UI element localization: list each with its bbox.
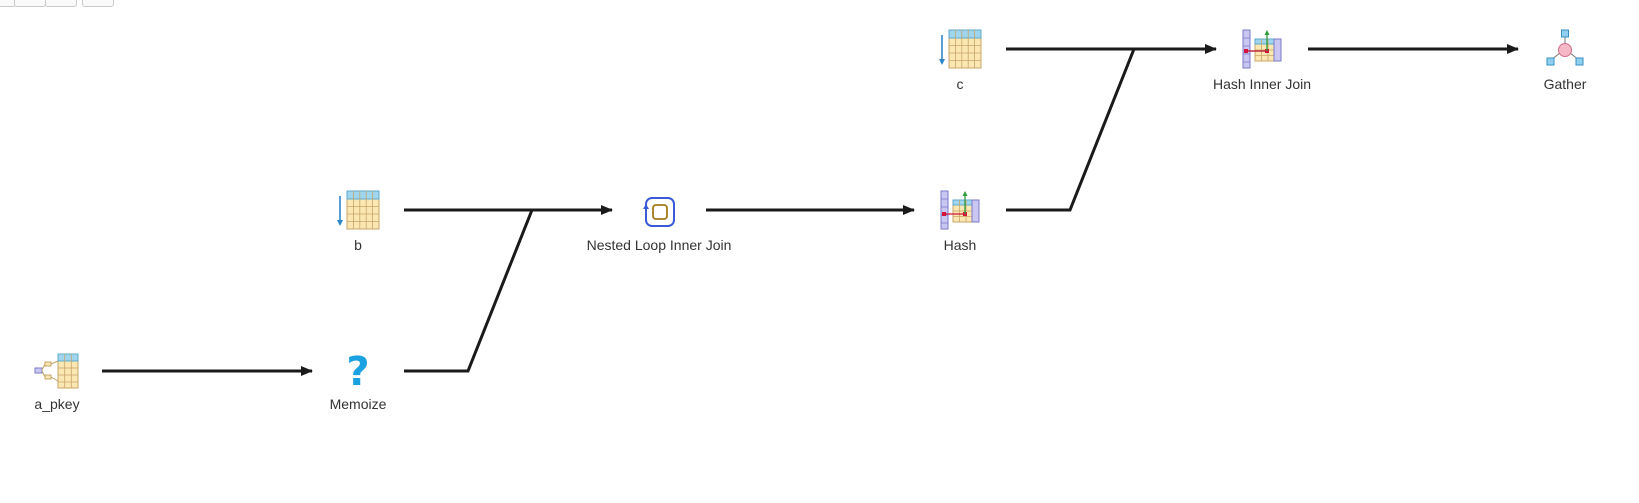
- svg-text:?: ?: [346, 351, 369, 389]
- hash-join-icon: [1242, 29, 1282, 69]
- node-nested-loop[interactable]: Nested Loop Inner Join: [579, 190, 739, 254]
- edge-memoize-nested-loop: [404, 205, 613, 373]
- nested-loop-icon: [643, 197, 675, 227]
- index-scan-icon: [34, 353, 79, 389]
- node-hash-join[interactable]: Hash Inner Join: [1182, 29, 1342, 93]
- node-label: b: [354, 237, 362, 253]
- node-label: Hash: [943, 237, 977, 253]
- gather-icon: [1546, 29, 1584, 66]
- hash-icon: [940, 190, 980, 230]
- node-label: Memoize: [329, 396, 387, 412]
- node-label: Gather: [1543, 76, 1587, 92]
- node-label: Hash Inner Join: [1212, 76, 1312, 92]
- node-b[interactable]: b: [278, 190, 438, 254]
- node-label: a_pkey: [34, 396, 80, 412]
- toolbar-button-3[interactable]: [45, 0, 77, 7]
- seq-scan-icon: [939, 29, 982, 69]
- node-memoize[interactable]: ? Memoize: [278, 351, 438, 413]
- node-c[interactable]: c: [880, 29, 1040, 93]
- node-label: Nested Loop Inner Join: [586, 237, 732, 253]
- node-gather[interactable]: Gather: [1485, 29, 1639, 93]
- node-hash[interactable]: Hash: [880, 190, 1040, 254]
- unknown-question-icon: ?: [346, 351, 369, 389]
- node-a_pkey[interactable]: a_pkey: [0, 351, 137, 413]
- node-label: c: [956, 76, 964, 92]
- toolbar-button-4[interactable]: [82, 0, 114, 7]
- edge-hash-hash-join: [1006, 44, 1217, 212]
- seq-scan-icon: [337, 190, 380, 230]
